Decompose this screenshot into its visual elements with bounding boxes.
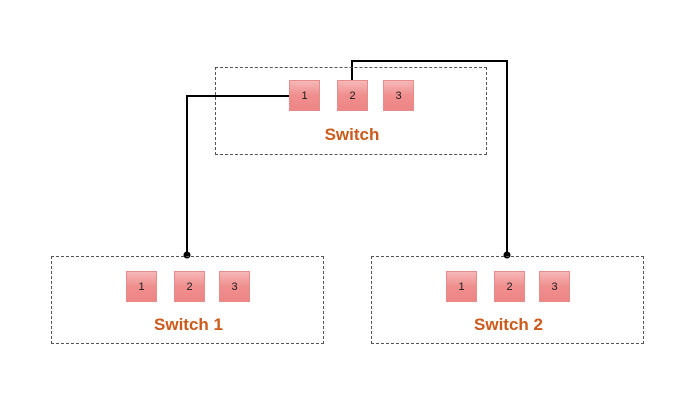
- switch-2-port-1: 1: [446, 271, 477, 302]
- wire-switch-to-switch2: [351, 60, 508, 255]
- switch-2-label: Switch 2: [474, 315, 543, 334]
- switch-top: 1 2 3 Switch: [215, 67, 487, 155]
- wire-switch-to-switch1: [186, 95, 289, 255]
- switch-top-port-1: 1: [289, 80, 320, 111]
- switch-1-port-1: 1: [126, 271, 157, 302]
- switch-top-port-2: 2: [337, 80, 368, 111]
- switch-1-port-3: 3: [219, 271, 250, 302]
- switch-2-port-2: 2: [494, 271, 525, 302]
- switch-2-port-3: 3: [539, 271, 570, 302]
- switch-2: 1 2 3 Switch 2: [371, 256, 644, 344]
- switch-top-label: Switch: [324, 125, 380, 144]
- switch-top-port-3: 3: [383, 80, 414, 111]
- switch-1-port-2: 2: [174, 271, 205, 302]
- switch-1: 1 2 3 Switch 1: [51, 256, 324, 344]
- switch-1-label: Switch 1: [154, 315, 223, 334]
